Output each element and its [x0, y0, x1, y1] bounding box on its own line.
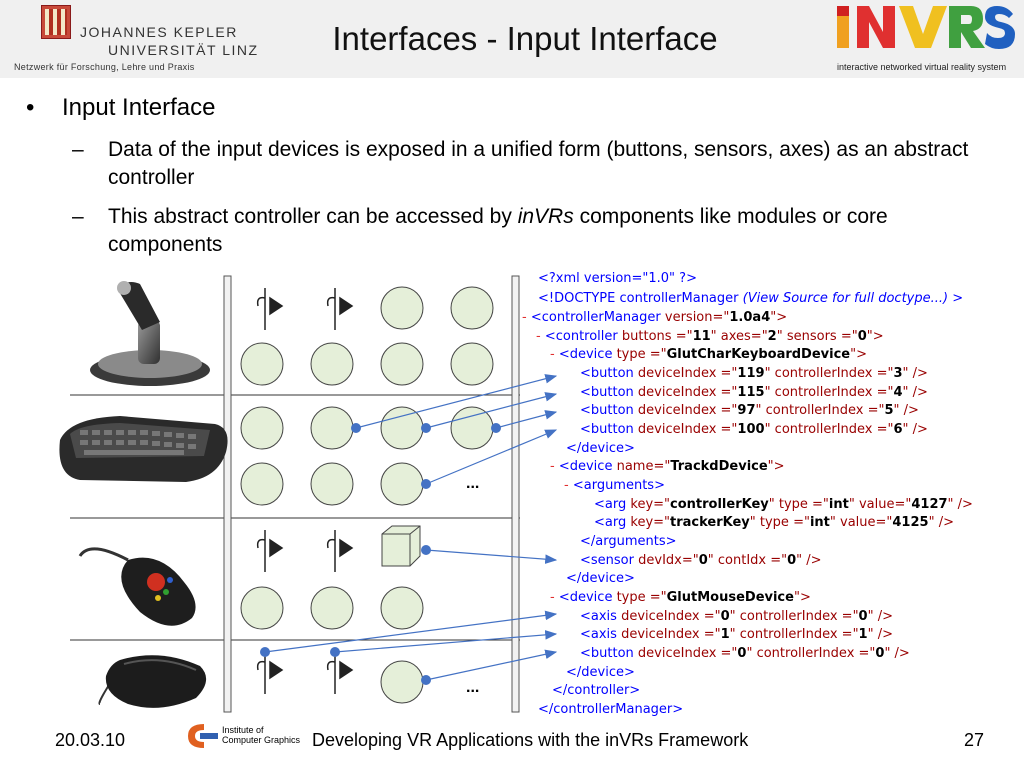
axis-rotation-icons: [256, 288, 354, 694]
footer-date: 20.03.10: [55, 730, 126, 750]
university-name-line2: UNIVERSITÄT LINZ: [108, 42, 259, 58]
xml-line: <button deviceIndex ="115" controllerInd…: [580, 385, 928, 400]
collapse-toggle[interactable]: -: [564, 478, 569, 493]
column-bars: [223, 275, 520, 713]
xml-line: </device>: [566, 665, 635, 680]
xml-line[interactable]: - <device type ="GlutCharKeyboardDevice"…: [550, 347, 867, 362]
sub-bullet-2-text: This abstract controller can be accessed…: [108, 203, 1003, 259]
sensor-cube-icon: [381, 525, 421, 567]
xml-line: <axis deviceIndex ="0" controllerIndex =…: [580, 609, 893, 624]
xml-line: <button deviceIndex ="97" controllerInde…: [580, 403, 919, 418]
xml-line: </controllerManager>: [538, 702, 684, 717]
dash-marker: –: [72, 205, 84, 228]
invrs-logo-icon: [837, 6, 1015, 49]
slide-header: JOHANNES KEPLER UNIVERSITÄT LINZ Netzwer…: [0, 0, 1024, 78]
footer-presentation-title: Developing VR Applications with the inVR…: [312, 730, 749, 750]
mapping-endpoints: [260, 423, 501, 685]
xml-line[interactable]: - <device name="TrackdDevice">: [550, 459, 785, 474]
invrs-tagline: interactive networked virtual reality sy…: [837, 62, 1007, 72]
university-seal-icon: [41, 5, 71, 39]
institute-line1: Institute of: [222, 725, 264, 735]
institute-name: Institute of Computer Graphics: [222, 725, 312, 745]
sub-bullet-1-text: Data of the input devices is exposed in …: [108, 138, 969, 189]
tracked-pointer-icon: [78, 547, 196, 626]
xml-line[interactable]: - <device type ="GlutMouseDevice">: [550, 590, 811, 605]
xml-line: </device>: [566, 441, 635, 456]
bullet-marker: •: [26, 94, 35, 121]
xml-line: <button deviceIndex ="0" controllerIndex…: [580, 646, 910, 661]
collapse-toggle[interactable]: -: [550, 459, 555, 474]
collapse-toggle[interactable]: -: [550, 347, 555, 362]
collapse-toggle[interactable]: -: [536, 329, 541, 344]
xml-line: </device>: [566, 571, 635, 586]
institute-logo-icon: [188, 724, 218, 748]
invrs-emphasis: inVRs: [517, 205, 574, 228]
dash-marker: –: [72, 138, 84, 161]
xml-line[interactable]: - <arguments>: [564, 478, 665, 493]
xml-line[interactable]: - <controller buttons ="11" axes="2" sen…: [536, 329, 884, 344]
xml-line[interactable]: - <controllerManager version="1.0a4">: [522, 310, 788, 325]
university-name-line1: JOHANNES KEPLER: [80, 24, 238, 40]
mapping-arrows: [264, 374, 558, 681]
sub-bullet-2-after: components like modules or core componen…: [108, 205, 888, 256]
mouse-icon: [98, 655, 207, 708]
xml-line: <arg key="controllerKey" type ="int" val…: [594, 497, 973, 512]
collapse-toggle[interactable]: -: [522, 310, 527, 325]
controller-button-circles: [240, 286, 494, 704]
xml-line: <button deviceIndex ="100" controllerInd…: [580, 422, 928, 437]
xml-line: <axis deviceIndex ="1" controllerIndex =…: [580, 627, 893, 642]
xml-line: </arguments>: [580, 534, 677, 549]
xml-line: <?xml version="1.0" ?>: [538, 271, 697, 286]
keyboard-icon: [59, 416, 228, 482]
xml-line: <sensor devIdx="0" contIdx ="0" />: [580, 553, 822, 568]
page-number: 27: [964, 730, 985, 750]
xml-line: <!DOCTYPE controllerManager (View Source…: [538, 291, 964, 306]
slide-title: Interfaces - Input Interface: [332, 20, 718, 57]
collapse-toggle[interactable]: -: [550, 590, 555, 605]
row-separators: [70, 394, 520, 641]
more-buttons-ellipsis: ...: [466, 475, 479, 492]
sub-bullet-2-before: This abstract controller can be accessed…: [108, 205, 518, 228]
xml-line: <button deviceIndex ="119" controllerInd…: [580, 366, 928, 381]
more-buttons-ellipsis: ...: [466, 679, 479, 696]
institute-line2: Computer Graphics: [222, 735, 301, 745]
xml-line: <arg key="trackerKey" type ="int" value=…: [594, 515, 954, 530]
joystick-icon: [90, 281, 210, 386]
main-bullet-text: Input Interface: [62, 94, 216, 121]
controller-diagram: ... ...: [59, 275, 558, 713]
university-tagline: Netzwerk für Forschung, Lehre und Praxis: [14, 62, 195, 72]
xml-line: </controller>: [552, 683, 641, 698]
